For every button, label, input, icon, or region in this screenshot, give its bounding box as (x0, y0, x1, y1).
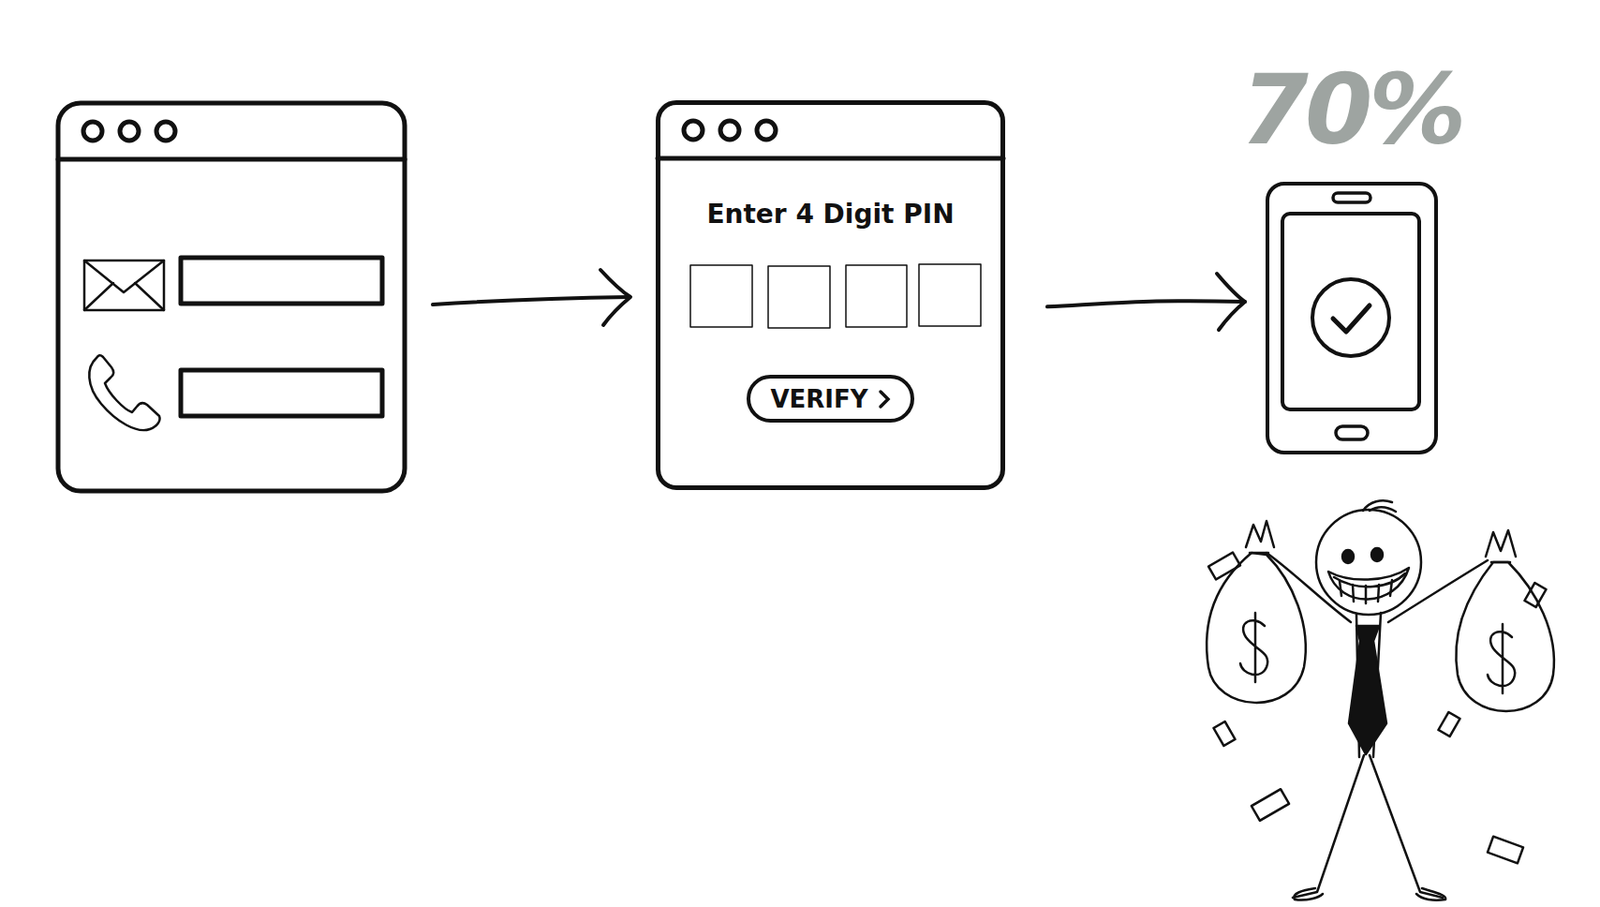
pin-heading: Enter 4 Digit PIN (660, 198, 1001, 231)
verify-button: VERIFY (746, 374, 915, 423)
signup-window (58, 103, 405, 491)
percentage-heading: 70% (1241, 58, 1464, 162)
phone: 70% (1265, 181, 1438, 455)
envelope-icon (84, 260, 164, 311)
button-label: VERIFY (770, 385, 868, 414)
happy-man (1206, 500, 1555, 900)
pin-window: Enter 4 Digit PIN VERIFY (655, 100, 1006, 490)
pin-window-details (657, 120, 1004, 328)
flow-arrow (432, 269, 631, 326)
chevron-icon (877, 388, 891, 410)
phone-details (1282, 192, 1420, 440)
phone-icon (88, 355, 160, 430)
flow-arrow (1047, 273, 1245, 330)
